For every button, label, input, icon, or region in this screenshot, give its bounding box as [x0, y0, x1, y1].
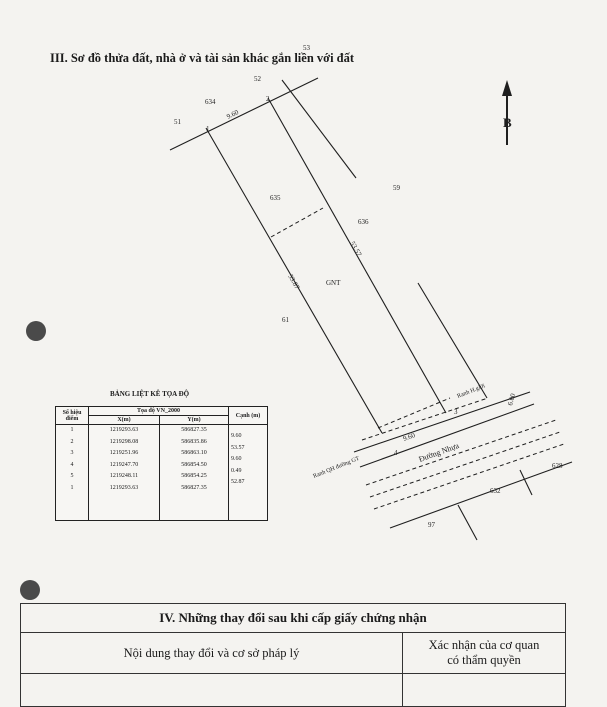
table-cell: 586827.35 — [181, 427, 207, 433]
north-arrow-icon: B — [502, 80, 512, 145]
y-column: 586827.35 586835.86 586863.10 586854.50 … — [159, 424, 229, 521]
north-label: B — [503, 115, 512, 130]
neighbor-boundary-right — [417, 282, 488, 399]
table-cell: 9.60 — [231, 456, 242, 462]
boundary-label: Ranh H.giới — [457, 383, 487, 400]
table-cell: 586827.35 — [181, 484, 207, 491]
lot-divider-97-632 — [457, 504, 478, 541]
table-cell: 5 — [70, 473, 74, 479]
changes-title: IV. Những thay đổi sau khi cấp giấy chứn… — [20, 603, 566, 633]
coord-table-caption: BẢNG LIỆT KÊ TỌA ĐỘ — [110, 390, 190, 398]
setback-dashed-line-2 — [361, 397, 489, 441]
table-cell: 53.57 — [231, 444, 245, 451]
parcel-right-edge — [267, 97, 447, 414]
parcel-map: B 53 52 634 51 59 635 636 61 628 632 97 … — [169, 44, 573, 541]
boundary-label: Ranh QH đường GT — [313, 456, 361, 480]
vertex-number: 3 — [454, 408, 458, 416]
parcel-number: 628 — [552, 462, 563, 470]
dimension-label: 53.57 — [348, 240, 363, 258]
table-cell: 586854.50 — [181, 461, 207, 468]
changes-table: IV. Những thay đổi sau khi cấp giấy chứn… — [20, 603, 566, 707]
table-cell: 1 — [70, 427, 74, 433]
parcel-number: 51 — [174, 118, 182, 126]
dimension-label: 9.60 — [402, 431, 417, 443]
parcel-number: 636 — [358, 218, 369, 226]
table-cell: 1 — [70, 484, 74, 491]
changes-content-header: Nội dung thay đổi và cơ sở pháp lý — [20, 632, 403, 674]
table-cell: 586835.86 — [181, 438, 207, 445]
changes-confirm-header: Xác nhận của cơ quan có thẩm quyền — [402, 632, 566, 674]
table-cell: 0.49 — [231, 467, 242, 474]
changes-empty-cell — [20, 673, 403, 707]
vertex-number: 4 — [394, 449, 398, 457]
section-title: III. Sơ đồ thửa đất, nhà ở và tài sản kh… — [50, 51, 355, 65]
table-cell: 2 — [70, 438, 74, 445]
punch-hole-icon — [26, 321, 46, 341]
x-column: 1219293.63 1219298.08 1219251.96 1219247… — [88, 424, 160, 521]
dimension-label: 6.00 — [506, 392, 517, 406]
changes-empty-cell — [402, 673, 566, 707]
confirm-line-2: có thẩm quyền — [447, 653, 521, 667]
header-system: Tọa độ VN_2000 — [88, 406, 229, 416]
land-use-code: GNT — [326, 279, 341, 287]
parcel-left-edge — [205, 127, 383, 434]
side-column: 9.60 53.57 9.60 0.49 52.87 — [228, 424, 268, 521]
parcel-number: 632 — [490, 487, 501, 495]
header-point: Số hiệu điểm — [55, 406, 89, 425]
road-center-dashed-1 — [365, 419, 557, 486]
table-cell: 1219298.08 — [109, 438, 139, 445]
vertex-number: 1 — [206, 125, 210, 133]
table-cell: 1219251.96 — [109, 450, 139, 456]
setback-dashed-line-1 — [377, 397, 451, 429]
point-column: 1 2 3 4 5 1 — [55, 424, 89, 521]
table-cell: 52.87 — [231, 479, 245, 485]
table-cell: 4 — [70, 461, 74, 468]
table-cell: 586863.10 — [181, 450, 207, 456]
road-edge-2 — [359, 403, 535, 468]
punch-hole-icon — [20, 580, 40, 600]
table-cell: 1219293.63 — [109, 427, 139, 433]
road-edge-3 — [389, 461, 573, 529]
table-cell: 1219293.63 — [109, 484, 139, 491]
north-boundary-line — [169, 77, 319, 151]
table-cell: 1219248.11 — [109, 473, 139, 479]
parcel-number: 635 — [270, 194, 281, 202]
parcel-number: 52 — [254, 75, 262, 83]
parcel-number: 61 — [282, 316, 290, 324]
header-side: Cạnh (m) — [228, 406, 268, 425]
coordinate-table: Số hiệu điểm Tọa độ VN_2000 Cạnh (m) X(m… — [55, 406, 268, 521]
house-dashed-line — [270, 207, 324, 238]
lot-divider-632-628 — [519, 469, 533, 496]
neighbor-boundary-636 — [281, 79, 357, 179]
table-cell: 586854.25 — [181, 473, 207, 479]
header-x: X(m) — [88, 415, 160, 425]
confirm-line-1: Xác nhận của cơ quan — [428, 638, 540, 652]
road-center-dashed-2 — [369, 431, 561, 498]
table-cell: 1219247.70 — [109, 461, 139, 468]
parcel-number: 97 — [428, 521, 436, 529]
parcel-number: 634 — [205, 98, 216, 106]
table-cell: 9.60 — [231, 433, 242, 439]
header-y: Y(m) — [159, 415, 229, 425]
table-cell: 3 — [70, 450, 74, 456]
parcel-number: 59 — [393, 184, 401, 192]
vertex-number: 2 — [266, 95, 270, 103]
parcel-number: 53 — [303, 44, 311, 52]
road-center-dashed-3 — [373, 443, 565, 510]
road-edge-1 — [353, 391, 531, 453]
